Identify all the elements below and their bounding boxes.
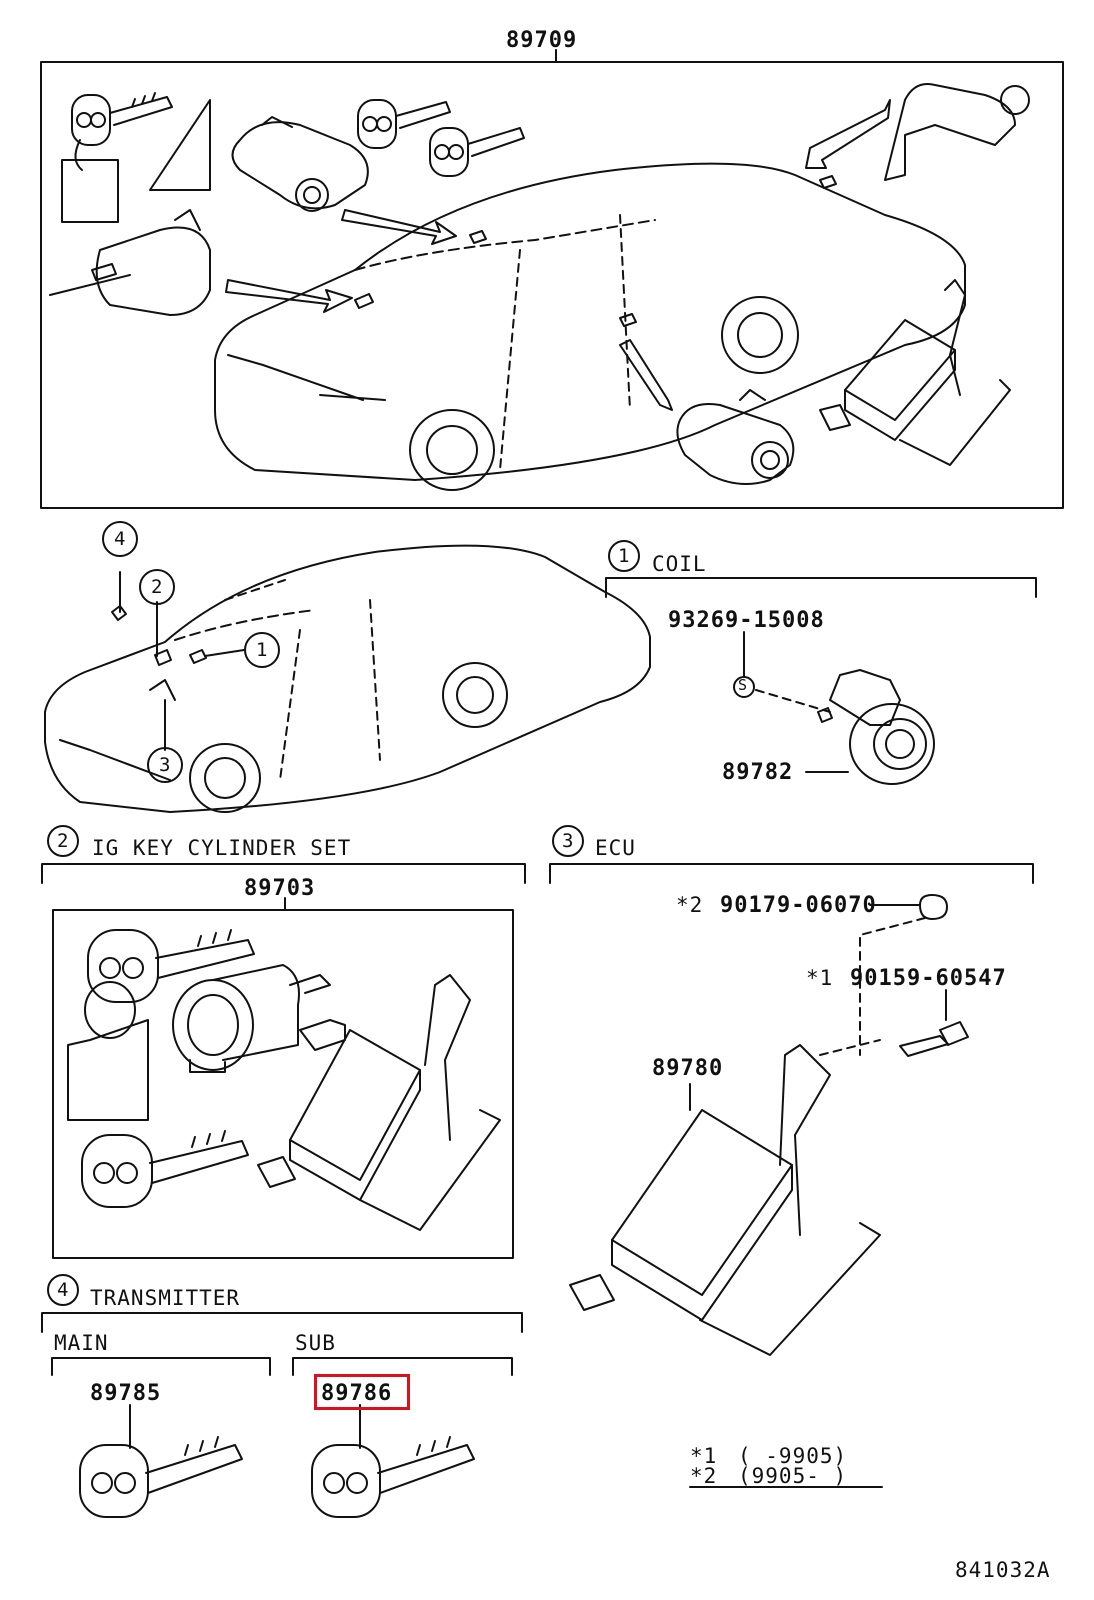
section-number: 1 [618,545,631,567]
ig-key-set-frame [52,909,514,1259]
callout-number: 4 [114,528,127,550]
section-number: 3 [562,830,575,852]
key-icon [79,1436,243,1518]
callout-circle [139,569,175,605]
part-number-transmitter-sub[interactable]: 89786 [321,1381,393,1406]
transmitter-sub-label: SUB [295,1331,336,1355]
callout-circle [47,1274,79,1306]
callout-circle [608,540,640,572]
callout-circle [47,825,79,857]
section-title-ig-key: IG KEY CYLINDER SET [92,836,352,860]
footnote-mark: *2 [690,1464,718,1488]
door-lock-cylinder-icon [676,389,795,485]
callout-circle [552,825,584,857]
callout-number: 1 [256,639,269,661]
part-number-coil-screw[interactable]: 93269-15008 [668,608,825,633]
ecu-module-icon [819,279,1011,466]
highlight-box [314,1374,410,1410]
part-number-ecu-bolt[interactable]: 90159-60547 [850,966,1007,991]
callout-number: 3 [159,754,172,776]
car-location-view-icon [44,544,651,813]
section-title-coil: COIL [652,552,707,576]
coil-bracket [605,577,1037,598]
footnote-mark: *1 [690,1444,718,1468]
ignition-cylinder-icon [49,209,211,316]
section-number: 2 [57,830,70,852]
key-icon [311,1436,475,1518]
main-assembly-frame [40,61,1064,509]
part-number-coil[interactable]: 89782 [722,760,794,785]
ecu-module-icon [257,974,501,1231]
transmitter-main-label: MAIN [54,1331,109,1355]
key-icon [71,92,173,146]
callout-circle [102,521,138,557]
door-lock-cylinder-icon [231,116,369,212]
section-title-ecu: ECU [595,836,636,860]
car-outline-icon [214,162,966,491]
callout-number: 2 [151,576,164,598]
part-number-ecu[interactable]: 89780 [652,1056,724,1081]
part-number-ecu-nut[interactable]: 90179-06070 [720,893,877,918]
section-title-transmitter: TRANSMITTER [90,1286,241,1310]
key-icon [81,1130,249,1208]
part-number-transmitter-main[interactable]: 89785 [90,1381,162,1406]
trunk-lock-icon [884,83,1030,181]
main-assembly-part-number[interactable]: 89709 [506,28,578,53]
footnote-range: (9905- ) [738,1464,848,1488]
ecu-module-icon [569,1044,881,1356]
key-icon [87,929,255,1003]
key-icon [357,99,451,149]
s-mark: S [738,676,749,694]
part-mark: *2 [676,893,704,917]
illustration-code: 841032A [955,1558,1051,1582]
footnote-range: ( -9905) [738,1444,848,1468]
part-mark: *1 [806,966,834,990]
key-icon [429,127,525,177]
callout-circle [244,632,280,668]
ignition-cylinder-icon [172,964,346,1073]
part-number-ig-key-set[interactable]: 89703 [244,876,316,901]
coil-icon [817,669,935,785]
callout-circle [147,747,183,783]
section-number: 4 [57,1279,70,1301]
